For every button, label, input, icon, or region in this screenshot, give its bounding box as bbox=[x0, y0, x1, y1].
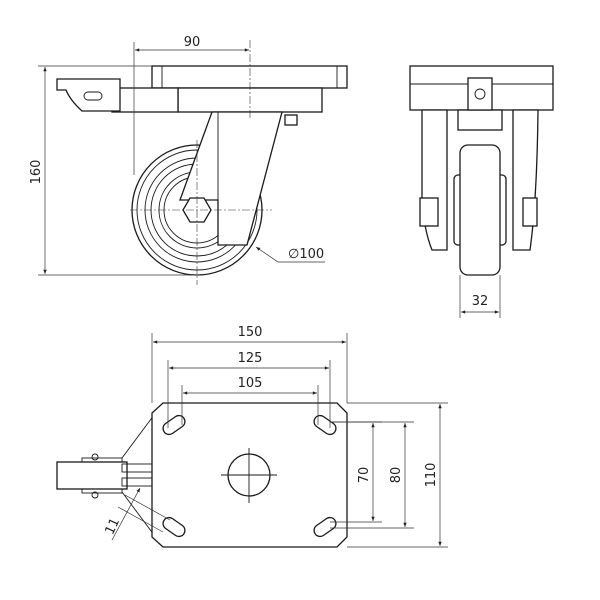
front-view: 32 bbox=[409, 65, 554, 318]
brake-housing bbox=[111, 87, 179, 113]
dim-plate-length-label: 110 bbox=[424, 463, 439, 488]
dim-wheel-diameter-label: ∅100 bbox=[288, 247, 324, 262]
dim-hole-span-inner-label: 105 bbox=[238, 376, 263, 391]
dim-hole-span-outer-label: 125 bbox=[238, 351, 263, 366]
kingpin-nut bbox=[457, 109, 503, 131]
fork-arm-right bbox=[512, 109, 539, 251]
mounting-slots bbox=[162, 414, 337, 538]
dim-hole-span-y-outer-label: 80 bbox=[389, 467, 404, 484]
top-view: 150 125 105 70 80 110 11 bbox=[56, 325, 448, 548]
axle-nut-left bbox=[419, 197, 439, 227]
top-plate bbox=[151, 65, 348, 89]
brake-pedal bbox=[56, 78, 121, 112]
wheel-tread bbox=[459, 144, 501, 276]
grease-nipple bbox=[284, 114, 298, 126]
fork-arm-left bbox=[421, 109, 448, 251]
dim-plate-width-label: 150 bbox=[238, 325, 263, 340]
dim-hole-span-y-inner-label: 70 bbox=[357, 467, 372, 484]
brake-lever-top bbox=[56, 461, 128, 490]
dim-wheel-width-label: 32 bbox=[472, 294, 489, 309]
axle-nut-right bbox=[522, 197, 538, 227]
dim-offset-label: 90 bbox=[184, 35, 201, 50]
dim-height-label: 160 bbox=[29, 160, 44, 185]
brake-bracket bbox=[467, 77, 493, 111]
brake-pin bbox=[83, 91, 103, 101]
dim-slot-width-label: 11 bbox=[103, 516, 124, 537]
side-view: 90 160 ∅100 bbox=[29, 35, 348, 285]
